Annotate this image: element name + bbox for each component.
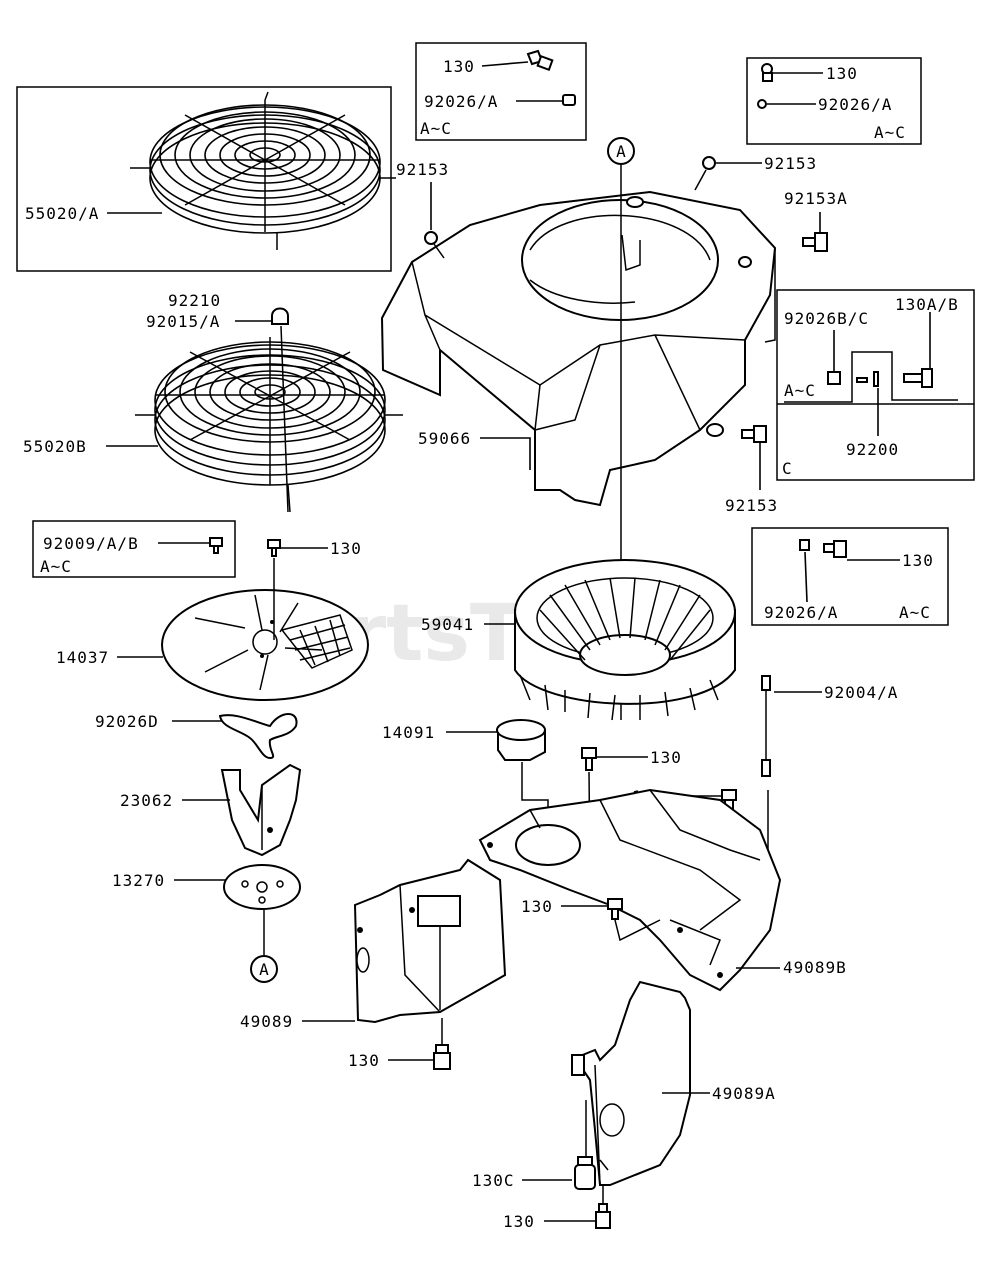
label-14037: 14037	[56, 648, 109, 667]
inset-left-mid-92009ab-label: 92009/A/B	[43, 534, 139, 553]
inset-right-lower-models: A~C	[899, 603, 931, 622]
inset-right-mid-variant: C	[782, 459, 793, 478]
label-49089a: 49089A	[712, 1084, 776, 1103]
bracket-23062	[220, 763, 302, 857]
callout-a-bottom: A	[250, 955, 278, 983]
label-130-mid: 130	[650, 748, 682, 767]
baffle-49089b	[478, 788, 782, 992]
bolt-icon	[433, 1044, 451, 1070]
bolt-icon	[903, 368, 933, 388]
fan-59041	[514, 559, 736, 721]
label-92210: 92210	[168, 291, 221, 310]
washer-icon	[856, 377, 868, 383]
inset-right-mid-92026bc-label: 92026B/C	[784, 309, 869, 328]
bolt-icon	[823, 540, 847, 558]
label-23062: 23062	[120, 791, 173, 810]
label-14091: 14091	[382, 723, 435, 742]
inset-top-right-models: A~C	[874, 123, 906, 142]
inset-box-top-right: 130 92026/A A~C	[746, 57, 922, 145]
inset-right-lower-130-label: 130	[902, 551, 934, 570]
nut-icon	[827, 371, 841, 385]
baffle-49089a	[571, 980, 691, 1186]
label-92015a: 92015/A	[146, 312, 220, 331]
grill-inset-box	[16, 86, 392, 272]
spacer-92026d	[218, 713, 298, 760]
inset-top-right-130-label: 130	[826, 64, 858, 83]
bolt-icon	[581, 747, 597, 771]
label-92153-left: 92153	[396, 160, 449, 179]
inset-top-center-92026a-label: 92026/A	[424, 92, 498, 111]
label-130-midlow: 130	[521, 897, 553, 916]
bolt-icon	[607, 898, 623, 920]
rod-92004a	[761, 675, 771, 777]
callout-a-top: A	[607, 137, 635, 720]
label-130c: 130C	[472, 1171, 515, 1190]
label-49089: 49089	[240, 1012, 293, 1031]
inset-box-right-mid: 92026B/C 130A/B A~C C 92200	[776, 289, 975, 481]
bolt-icon	[209, 537, 223, 554]
label-130-mount: 130	[330, 539, 362, 558]
inset-top-center-130-label: 130	[443, 57, 475, 76]
bolt-icon	[741, 425, 767, 443]
bolt-icon	[526, 49, 554, 72]
label-49089b: 49089B	[783, 958, 847, 977]
bolt-icon	[267, 539, 281, 557]
label-13270: 13270	[112, 871, 165, 890]
label-92200: 92200	[846, 440, 899, 459]
grill-55020b	[135, 337, 403, 513]
screen-14037	[161, 589, 369, 701]
baffle-49089	[353, 858, 507, 1024]
gasket-icon	[873, 371, 879, 387]
inset-top-center-models: A~C	[420, 119, 452, 138]
plug-icon	[799, 539, 810, 551]
inset-box-right-lower: 130 92026/A A~C	[751, 527, 949, 626]
inset-right-mid-models: A~C	[784, 381, 816, 400]
inset-right-lower-92026a-label: 92026/A	[764, 603, 838, 622]
plug-icon	[562, 94, 576, 106]
cap-nut-icon	[271, 307, 289, 325]
collar-14091	[496, 719, 546, 761]
inset-right-mid-130ab-label: 130A/B	[895, 295, 959, 314]
label-92153-top: 92153	[764, 154, 817, 173]
inset-top-right-92026a-label: 92026/A	[818, 95, 892, 114]
bolt-icon	[802, 232, 828, 252]
inset-left-mid-models: A~C	[40, 557, 72, 576]
bolt-icon	[424, 231, 445, 259]
bolt-icon	[574, 1156, 596, 1190]
blower-housing-59066	[380, 190, 777, 507]
plug-icon	[757, 99, 767, 109]
inset-box-left-mid: 92009/A/B A~C	[32, 520, 236, 578]
inset-box-top-center: 130 92026/A A~C	[415, 42, 587, 141]
label-55020a: 55020/A	[25, 204, 99, 223]
label-55020b: 55020B	[23, 437, 87, 456]
label-130-bottomleft: 130	[348, 1051, 380, 1070]
bolt-icon	[694, 156, 716, 191]
label-59066: 59066	[418, 429, 471, 448]
label-92004a: 92004/A	[824, 683, 898, 702]
bolt-icon	[761, 63, 773, 82]
label-92026d: 92026D	[95, 712, 159, 731]
label-92153a: 92153A	[784, 189, 848, 208]
label-130-bottom: 130	[503, 1212, 535, 1231]
grill-55020a	[130, 91, 396, 250]
plate-13270	[223, 864, 301, 910]
callout-a-bottom-text: A	[259, 960, 269, 979]
label-59041: 59041	[421, 615, 474, 634]
callout-a-top-text: A	[616, 142, 626, 161]
bolt-icon	[595, 1203, 611, 1229]
label-92153-right: 92153	[725, 496, 778, 515]
